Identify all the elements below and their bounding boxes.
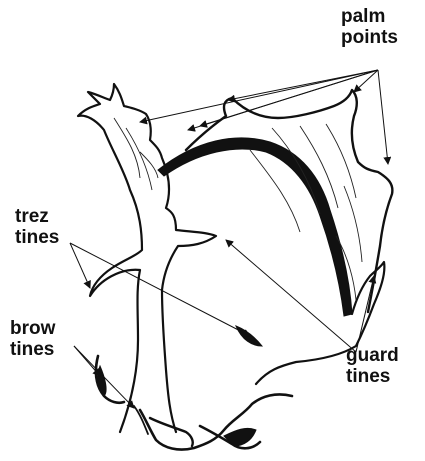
label-guard-line1: guard	[346, 345, 399, 366]
label-brow-line2: tines	[10, 339, 55, 360]
right-antler	[158, 90, 392, 384]
label-brow-line1: brow	[10, 318, 55, 339]
label-palm-line1: palm	[341, 6, 398, 27]
label-palm-points: palm points	[341, 6, 398, 48]
label-trez-tines: trez tines	[15, 206, 59, 248]
antler-base	[134, 394, 292, 449]
left-brow-tine	[96, 356, 124, 403]
label-palm-line2: points	[341, 27, 398, 48]
label-brow-tines: brow tines	[10, 318, 55, 360]
label-guard-tines: guard tines	[346, 345, 399, 387]
brow-tines-arrows	[74, 346, 134, 408]
label-trez-line2: tines	[15, 227, 59, 248]
label-guard-line2: tines	[346, 366, 399, 387]
label-trez-line1: trez	[15, 206, 59, 227]
trez-tines-arrows	[70, 243, 250, 336]
